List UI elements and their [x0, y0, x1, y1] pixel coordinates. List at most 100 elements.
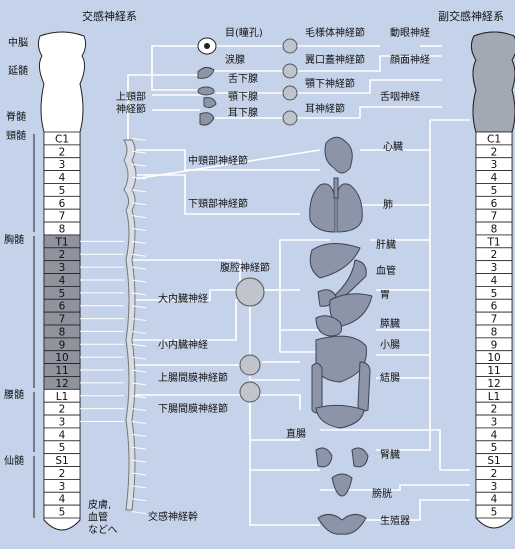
- spinal-segment-label: T1: [486, 236, 500, 248]
- trachea-icon: [334, 178, 338, 198]
- submandibular-label: 顎下腺: [228, 90, 258, 103]
- trunk-branch: [132, 267, 146, 269]
- right-kidney-icon: [352, 448, 368, 467]
- parotid-gland-icon: [200, 113, 214, 125]
- spinal-segment-label: S1: [55, 455, 68, 467]
- spinal-segment-label: C1: [55, 133, 69, 145]
- spinal-segment-label: 6: [491, 301, 498, 313]
- skin-vessels-label: 皮膚,血管などへ: [88, 498, 118, 536]
- spinal-segment-label: 7: [59, 211, 66, 223]
- spinal-segment-label: 5: [491, 288, 498, 300]
- spinal-segment-label: 4: [491, 275, 498, 287]
- nerve-pathways: [128, 46, 470, 525]
- right-brainstem-shade: [471, 32, 515, 132]
- sympathetic-trunk-label: 交感神経幹: [148, 510, 198, 523]
- superior-cervical-ganglion-label: 上頸部神経節: [116, 90, 146, 116]
- spinal-segment-label: 6: [59, 301, 66, 313]
- greater-splanchnic-label: 大内臓神経: [158, 292, 208, 305]
- spinal-segment-label: 3: [491, 481, 498, 493]
- spinal-segment-label: 5: [491, 185, 498, 197]
- bladder-icon: [332, 474, 352, 496]
- parotid-label: 耳下腺: [228, 106, 258, 119]
- spinal-segment-label: 8: [491, 224, 498, 236]
- head-organs: [198, 38, 216, 125]
- small-intestine-label: 小腸: [380, 339, 400, 351]
- lung-label: 肺: [383, 199, 393, 211]
- oculomotor-nerve-label: 動眼神経: [390, 26, 430, 39]
- right-lung-icon: [337, 184, 362, 232]
- spinal-segment-label: 2: [491, 146, 498, 158]
- spinal-segment-label: 7: [491, 211, 498, 223]
- otic-ganglion-label: 耳神経節: [305, 102, 345, 115]
- spinal-segment-label: 4: [59, 275, 66, 287]
- ascending-colon-icon: [312, 363, 322, 413]
- heart-label: 心臓: [383, 141, 403, 153]
- trunk-branch: [132, 190, 146, 192]
- facial-nerve-label: 顔面神経: [390, 53, 430, 66]
- spinal-segment-label: L1: [56, 391, 69, 403]
- spinal-segment-label: S1: [487, 455, 500, 467]
- spinal-segment-label: 3: [59, 262, 66, 274]
- celiac-ganglion: [236, 278, 264, 306]
- spinal-segment-label: 9: [491, 339, 498, 351]
- left-kidney-icon: [316, 448, 332, 467]
- spinal-segment-label: 3: [59, 417, 66, 429]
- rectum-icon: [316, 405, 364, 428]
- thoracic-label: 胸髄: [4, 233, 24, 246]
- pancreas-label: 膵臓: [380, 318, 400, 330]
- inferior-cervical-ganglion-label: 下頸部神経節: [188, 197, 248, 210]
- lacrimal-label: 涙腺: [225, 53, 245, 66]
- midbrain-label: 中脳: [8, 36, 28, 49]
- trunk-branch: [132, 422, 146, 424]
- pterygopalatine-ganglion-label: 翼口蓋神経節: [305, 53, 365, 66]
- spinal-segment-label: 5: [59, 507, 66, 519]
- spinal-segment-label: 5: [59, 442, 66, 454]
- spinal-segment-label: 5: [491, 507, 498, 519]
- spinal-segment-label: 8: [59, 326, 66, 338]
- spinal-segment-label: 4: [491, 494, 498, 506]
- spinal-segment-label: 3: [59, 159, 66, 171]
- kidney-label: 腎臓: [380, 449, 400, 461]
- spinal-segment-label: 3: [491, 417, 498, 429]
- sympathetic-chain: [124, 140, 136, 510]
- spinal-segment-label: 2: [59, 146, 66, 158]
- trunk-branch: [132, 138, 146, 140]
- spinal-segment-label: 10: [487, 352, 500, 364]
- descending-colon-icon: [358, 362, 370, 411]
- spinal-segment-label: 3: [59, 481, 66, 493]
- spinal-cord-label: 脊髄: [6, 110, 26, 123]
- spinal-segment-label: 8: [491, 326, 498, 338]
- spinal-segment-label: 6: [491, 198, 498, 210]
- bladder-label: 膀胱: [372, 487, 392, 500]
- sublingual-label: 舌下腺: [228, 72, 258, 85]
- spinal-segment-label: L1: [488, 391, 501, 403]
- spinal-segment-label: 4: [59, 172, 66, 184]
- trunk-branch: [132, 344, 146, 346]
- trunk-branch: [132, 512, 146, 514]
- spinal-segment-label: 5: [59, 185, 66, 197]
- spinal-segment-label: C1: [487, 133, 501, 145]
- trunk-branch: [132, 331, 146, 333]
- submandibular-gland-icon: [204, 98, 216, 108]
- rectum-label: 直腸: [286, 427, 306, 440]
- spinal-segment-label: 12: [55, 378, 68, 390]
- stomach-label: 胃: [380, 289, 390, 301]
- pterygopalatine-ganglion: [283, 64, 297, 78]
- pupil-icon: [204, 43, 210, 49]
- parasympathetic-title: 副交感神経系: [438, 9, 504, 23]
- spinal-segment-label: 8: [59, 224, 66, 236]
- spinal-segment-label: 5: [59, 288, 66, 300]
- spinal-segment-label: 10: [55, 352, 68, 364]
- heart-icon: [325, 137, 352, 173]
- spinal-segment-label: 12: [487, 378, 500, 390]
- spinal-segment-label: 4: [491, 429, 498, 441]
- otic-ganglion: [283, 111, 297, 125]
- spinal-segment-label: 2: [59, 404, 66, 416]
- spinal-segment-label: 2: [491, 404, 498, 416]
- spinal-segment-label: 2: [491, 468, 498, 480]
- genitals-label: 生殖器: [380, 514, 410, 527]
